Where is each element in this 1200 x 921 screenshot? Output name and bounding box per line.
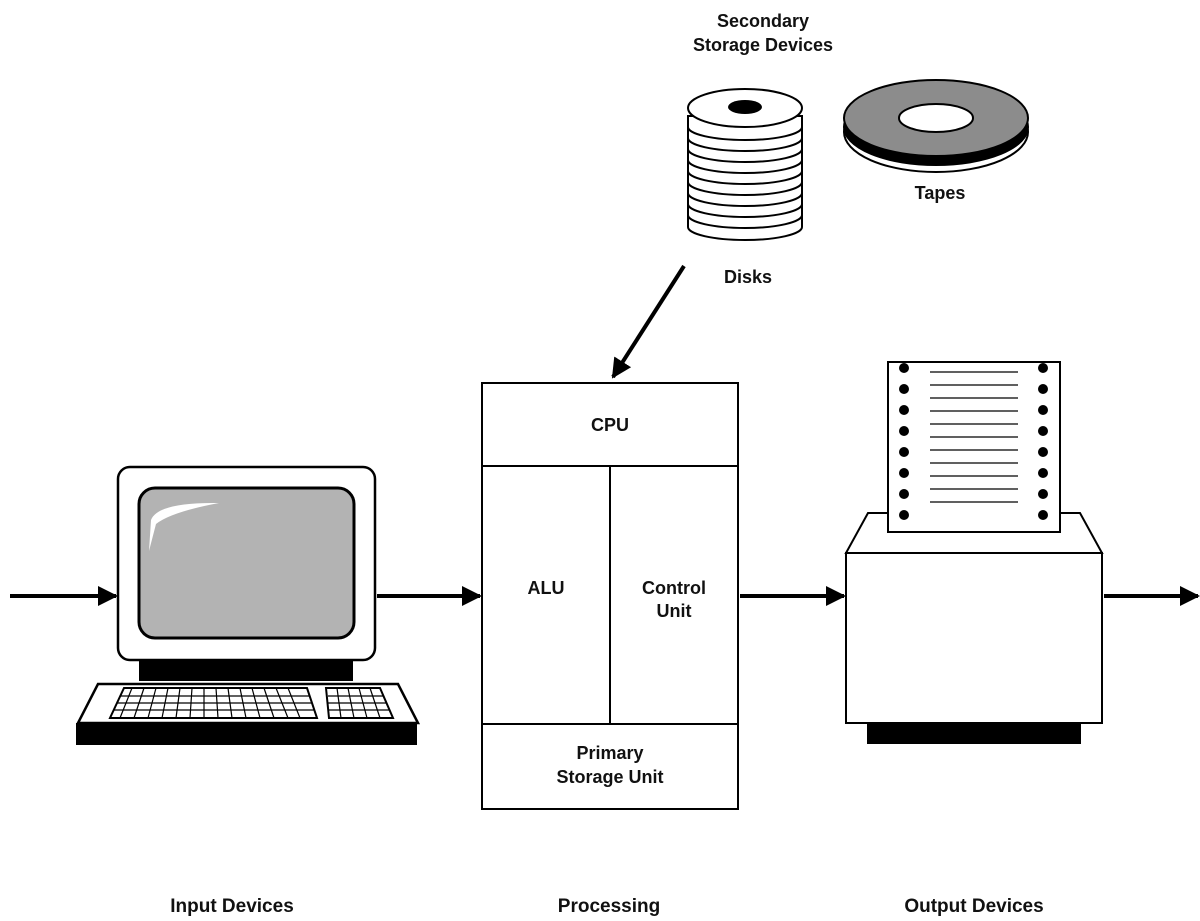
primary-storage-label-line2: Storage Unit — [556, 767, 663, 787]
output-devices-caption: Output Devices — [904, 896, 1043, 917]
processing-caption: Processing — [558, 896, 660, 917]
control-unit-label-line1: Control — [642, 578, 706, 598]
input-devices-caption: Input Devices — [170, 896, 294, 917]
storage-title-line1: Secondary — [717, 11, 809, 31]
primary-storage-label-line1: Primary — [576, 743, 643, 763]
storage-title-line2: Storage Devices — [693, 35, 833, 55]
storage-to-cpu-arrow — [611, 264, 686, 379]
disks-label: Disks — [724, 267, 772, 287]
processor-block — [481, 382, 739, 810]
tapes-label: Tapes — [915, 183, 966, 203]
control-unit-label-line2: Unit — [657, 601, 692, 621]
alu-label: ALU — [528, 578, 565, 598]
disk-stack-icon — [687, 88, 803, 241]
cpu-label: CPU — [591, 415, 629, 435]
tape-reel-icon — [843, 79, 1029, 173]
computer-terminal-icon — [75, 465, 421, 745]
printer-icon — [844, 361, 1104, 744]
